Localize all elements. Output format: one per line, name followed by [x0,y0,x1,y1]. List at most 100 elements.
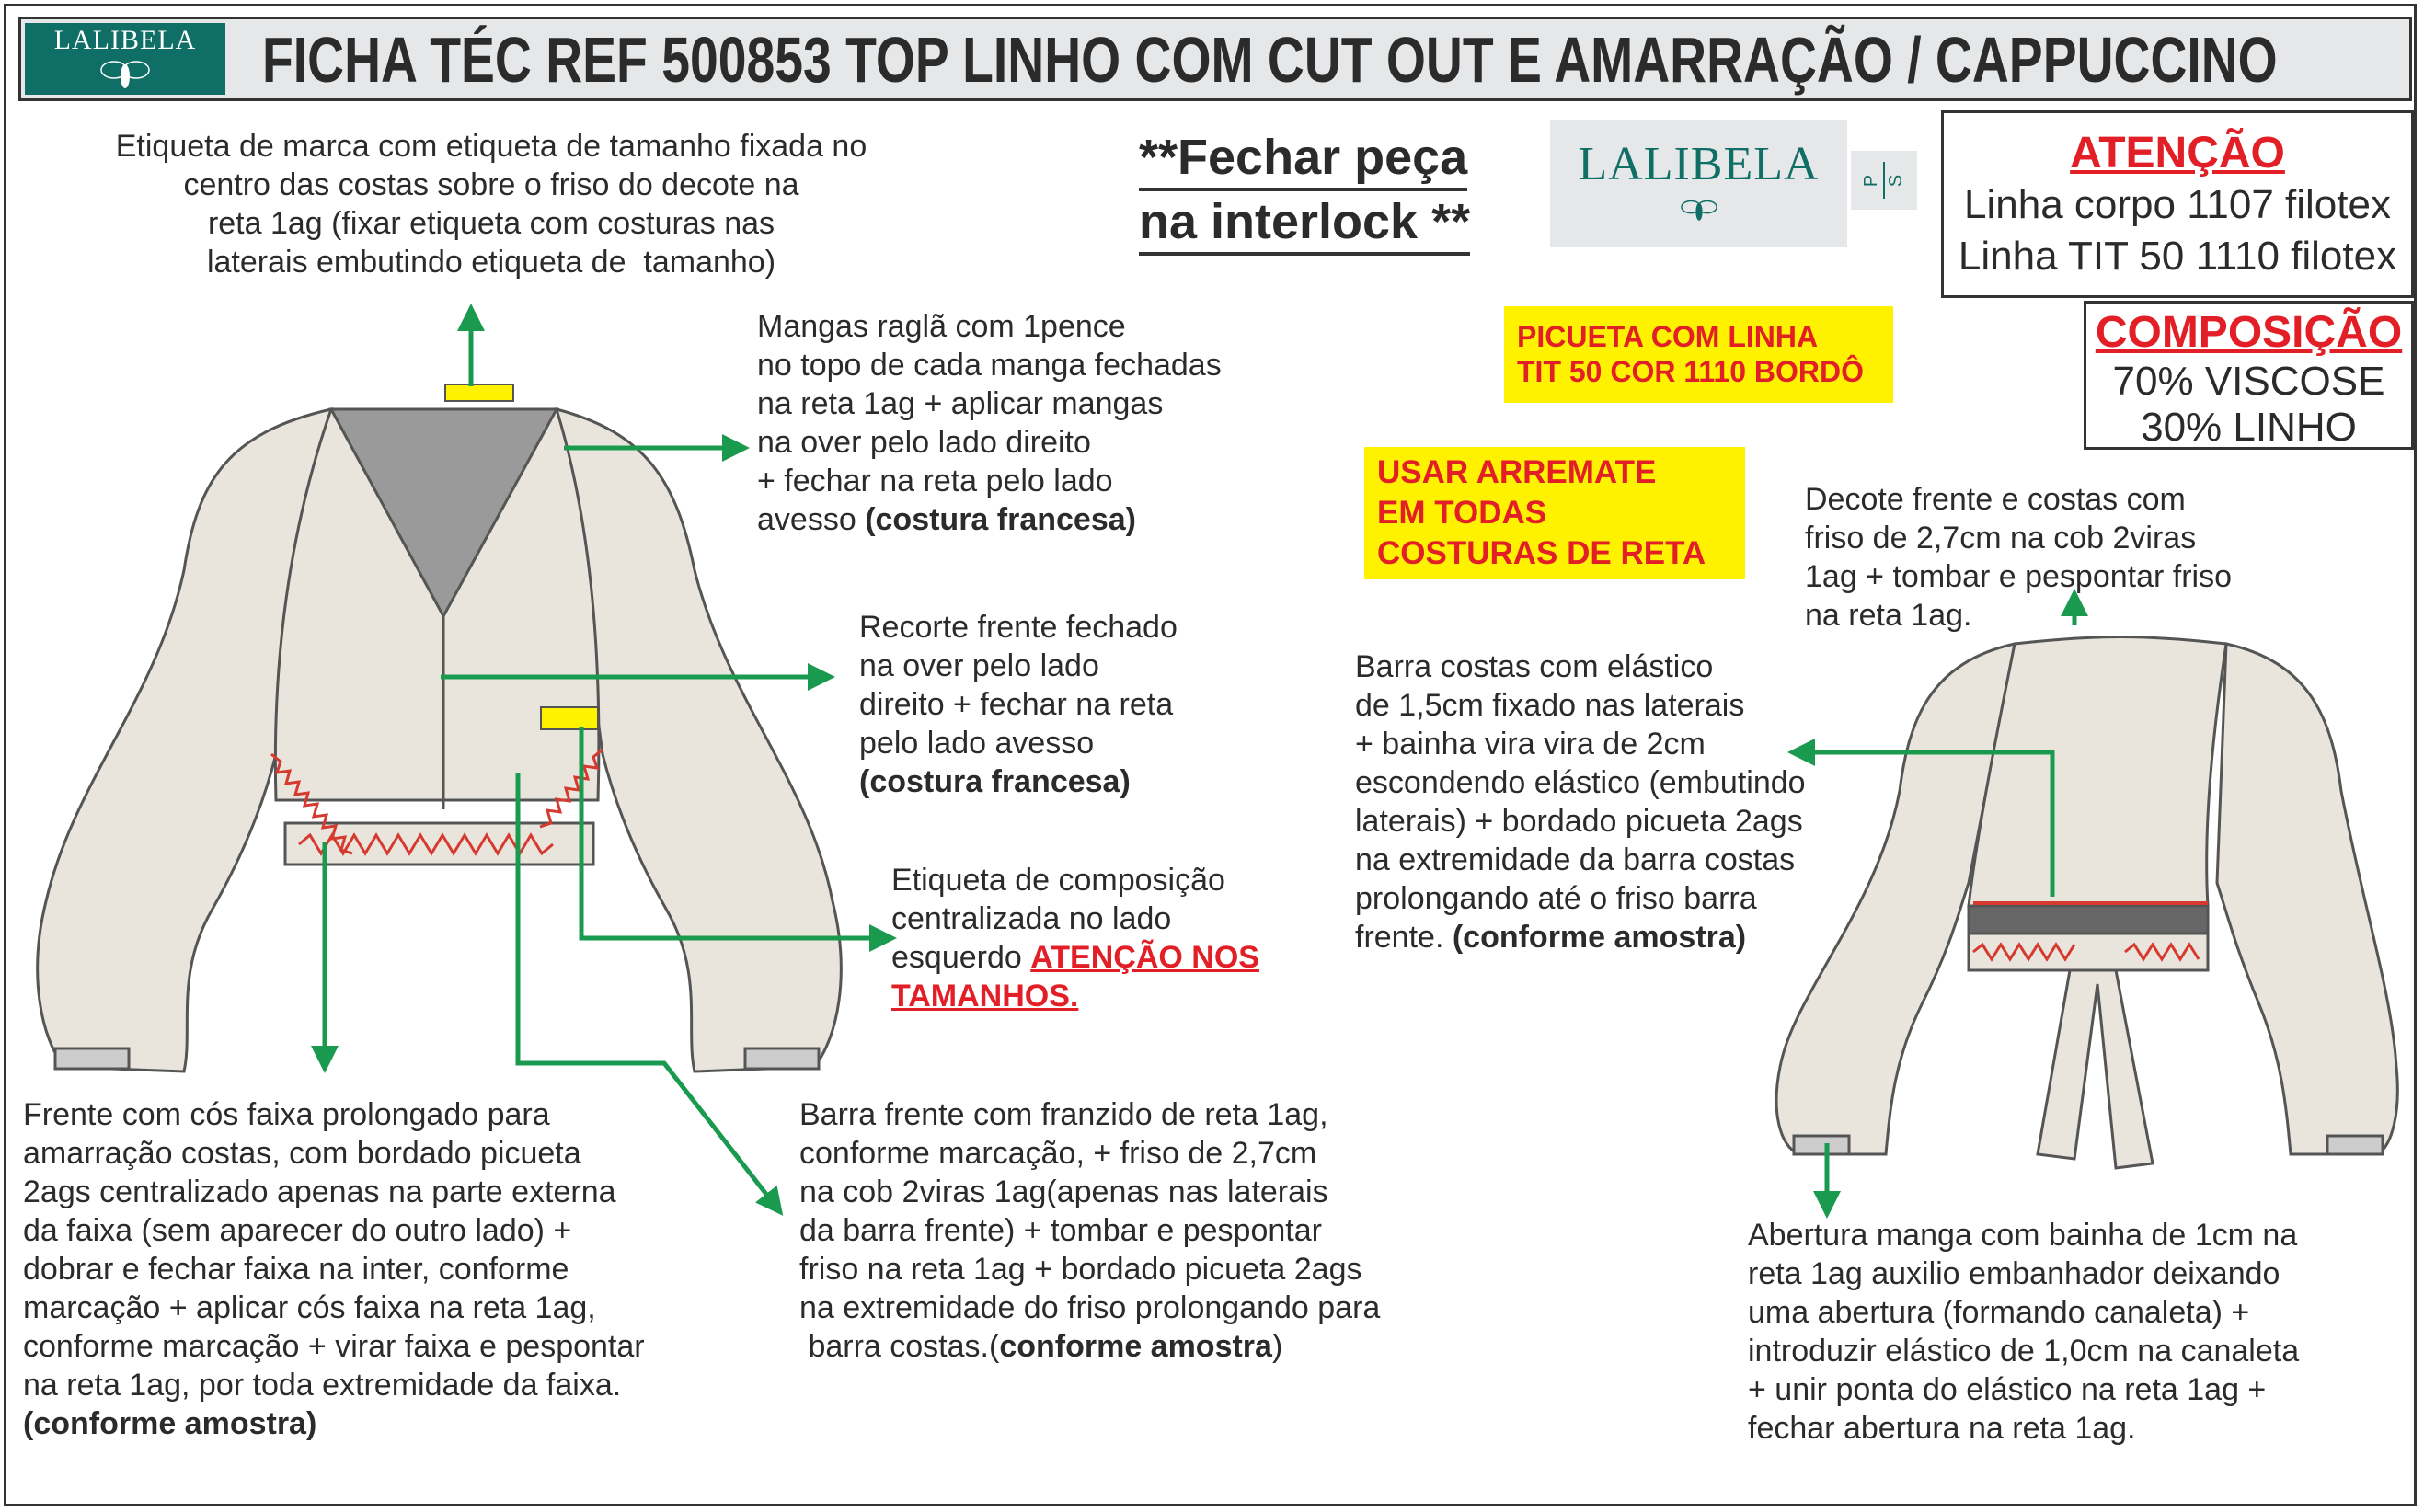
note-text: barra costas.( [799,1329,1000,1364]
logo-text: LALIBELA [1578,138,1820,190]
cuff-elastic [1792,1134,1851,1156]
note-barra-costas: Barra costas com elástico de 1,5cm fixad… [1355,647,1806,956]
waistband [283,821,595,866]
front-right-sleeve [555,407,843,1073]
note-line: escondendo elástico (embutindo [1355,765,1806,800]
note-line: centro das costas sobre o friso do decot… [183,167,799,202]
callout-arrows [311,304,2088,1219]
note-line: friso de 2,7cm na cob 2viras [1805,521,2197,556]
note-line: fechar abertura na reta 1ag. [1748,1411,2136,1446]
note-line: direito + fechar na reta [859,687,1174,722]
note-line: marcação + aplicar cós faixa na reta 1ag… [23,1290,596,1325]
note-line: Decote frente e costas com [1805,482,2186,517]
highlight-line: COSTURAS DE RETA [1377,535,1706,571]
back-garment-sketch [1775,636,2399,1170]
picueta-highlight: PICUETA COM LINHA TIT 50 COR 1110 BORDÔ [1504,306,1893,403]
arrow-etiqueta-composicao [579,727,897,952]
composicao-line: 30% LINHO [2141,405,2357,450]
note-line: na reta 1ag, por toda extremidade da fai… [23,1368,622,1403]
picueta-stitch [270,752,353,855]
note-text: ) [1271,1329,1283,1364]
atencao-line: Linha TIT 50 1110 filotex [1958,234,2397,279]
note-line: **Fechar peça [1139,127,1468,191]
note-line: reta 1ag auxilio embanhador deixando [1748,1256,2280,1291]
note-line: conforme marcação + virar faixa e pespon… [23,1329,645,1364]
arremate-highlight: USAR ARREMATE EM TODAS COSTURAS DE RETA [1364,447,1745,579]
note-line: uma abertura (formando canaleta) + [1748,1295,2250,1330]
front-left-sleeve [36,407,333,1073]
cuff-elastic [53,1047,131,1071]
arrow-barra-costas [1787,739,2055,897]
note-bold: conforme amostra [999,1329,1272,1364]
note-line: na cob 2viras 1ag(apenas nas laterais [799,1174,1328,1209]
note-text: frente. [1355,920,1453,955]
note-line: na over pelo lado direito [757,425,1091,460]
note-line: Etiqueta de composição [891,863,1225,898]
note-line: Barra costas com elástico [1355,649,1714,684]
back-body [1967,636,2228,908]
note-line: da barra frente) + tombar e pespontar [799,1213,1322,1248]
composicao-line: 70% VISCOSE [2112,359,2385,404]
back-right-sleeve [2215,642,2399,1156]
highlight-line: TIT 50 COR 1110 BORDÔ [1517,355,1865,388]
picueta-stitch [1972,942,2200,962]
brand-logo-large: LALIBELA [1550,120,1847,247]
note-line: na over pelo lado [859,648,1099,683]
note-line: centralizada no lado [891,901,1172,936]
note-line: na interlock ** [1139,191,1471,256]
composition-label-marker [540,706,599,730]
note-line: Etiqueta de marca com etiqueta de tamanh… [115,129,867,164]
highlight-line: EM TODAS [1377,495,1547,531]
arrow-barra-frente [515,773,784,1216]
note-line: na reta 1ag + aplicar mangas [757,386,1164,421]
note-line: prolongando até o friso barra [1355,881,1757,916]
composicao-box: COMPOSIÇÃO 70% VISCOSE 30% LINHO [2084,301,2414,450]
note-text: avesso [757,502,866,537]
atencao-line: Linha corpo 1107 filotex [1964,182,2391,227]
cuff-elastic [2326,1134,2384,1156]
picueta-stitch [539,748,603,829]
note-line: Frente com cós faixa prolongado para [23,1097,550,1132]
note-line: Mangas raglã com 1pence [757,309,1126,344]
page-frame [4,4,2417,1506]
cuff-elastic [743,1047,821,1071]
neckline [328,407,559,620]
note-bold: (conforme amostra) [1452,920,1747,955]
composicao-heading: COMPOSIÇÃO [2095,308,2403,357]
header-bar: LALIBELA FICHA TÉC REF 500853 TOP LINHO … [18,17,2412,101]
brand-label-marker [444,384,514,402]
bee-icon [1680,200,1717,221]
note-line: conforme marcação, + friso de 2,7cm [799,1136,1317,1171]
note-warning: ATENÇÃO NOS [1030,940,1259,975]
note-line: 1ag + tombar e pespontar friso [1805,559,2232,594]
note-line: na reta 1ag. [1805,598,1972,633]
note-etiqueta-marca: Etiqueta de marca com etiqueta de tamanh… [77,127,905,281]
note-decote: Decote frente e costas com friso de 2,7c… [1805,480,2232,635]
note-mangas: Mangas raglã com 1pence no topo de cada … [757,307,1222,539]
note-line: + unir ponta do elástico na reta 1ag + [1748,1372,2267,1407]
note-bold: (costura francesa) [865,502,1136,537]
note-line: na extremidade da barra costas [1355,842,1796,877]
back-elastic-hem [1967,904,2210,935]
note-line: friso na reta 1ag + bordado picueta 2ags [799,1252,1362,1287]
note-abertura-manga: Abertura manga com bainha de 1cm na reta… [1748,1216,2299,1448]
note-line: reta 1ag (fixar etiqueta com costuras na… [207,206,775,241]
note-line: laterais embutindo etiqueta de tamanho) [206,245,776,280]
logo-text: LALIBELA [53,25,197,55]
note-recorte: Recorte frente fechado na over pelo lado… [859,608,1178,801]
note-line: da faixa (sem aparecer do outro lado) + [23,1213,572,1248]
note-line: pelo lado avesso [859,726,1095,761]
note-line: introduzir elástico de 1,0cm na canaleta [1748,1334,2300,1369]
bee-icon [100,61,150,88]
note-barra-frente: Barra frente com franzido de reta 1ag, c… [799,1095,1380,1366]
note-line: laterais) + bordado picueta 2ags [1355,804,1803,839]
atencao-box: ATENÇÃO Linha corpo 1107 filotex Linha T… [1941,110,2414,298]
note-bold: (costura francesa) [859,764,1131,799]
highlight-line: USAR ARREMATE [1377,454,1657,490]
atencao-heading: ATENÇÃO [2070,129,2285,178]
brand-logo: LALIBELA [25,23,225,95]
note-warning: TAMANHOS. [891,979,1079,1014]
note-frente-cos: Frente com cós faixa prolongado para ama… [23,1095,645,1443]
note-etiqueta-composicao: Etiqueta de composição centralizada no l… [891,861,1259,1015]
